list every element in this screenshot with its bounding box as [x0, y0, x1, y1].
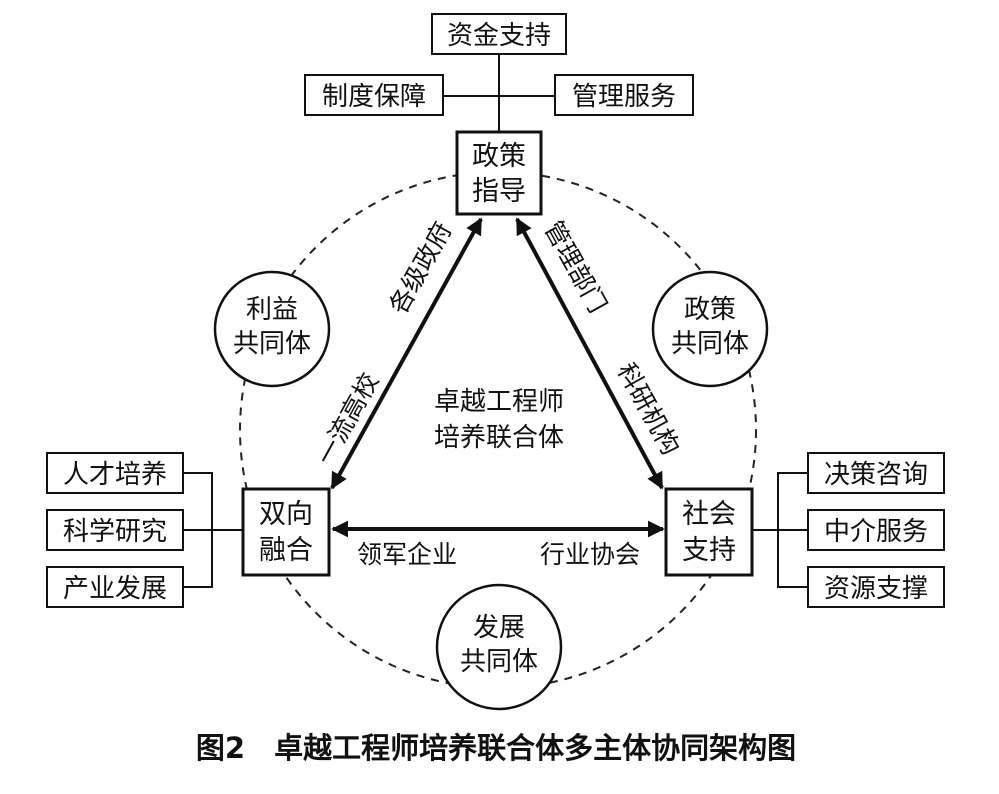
community-interest-line2: 共同体 — [233, 329, 311, 359]
figure-caption: 图2 卓越工程师培养联合体多主体协同架构图 — [196, 731, 796, 765]
arrow-left-edge — [330, 217, 483, 490]
center-label-line1: 卓越工程师 — [434, 387, 564, 417]
node-dual-integration: 双向 融合 — [241, 487, 331, 577]
box-management-service: 管理服务 — [554, 74, 694, 116]
edge-label-management-depts: 管理部门 — [539, 216, 613, 318]
community-policy: 政策 共同体 — [651, 270, 769, 388]
industry-development-label: 产业发展 — [63, 574, 167, 604]
community-policy-line1: 政策 — [684, 295, 736, 325]
dual-bracket — [183, 472, 243, 588]
box-talent-cultivation: 人才培养 — [46, 452, 184, 494]
community-development: 发展 共同体 — [435, 583, 563, 711]
box-resource-support: 资源支撑 — [807, 566, 945, 608]
edge-label-universities: 一流高校 — [311, 368, 385, 470]
funding-support-label: 资金支持 — [447, 21, 551, 51]
community-interest: 利益 共同体 — [213, 270, 331, 388]
dual-integration-line2: 融合 — [259, 535, 313, 566]
scientific-research-label: 科学研究 — [63, 517, 167, 547]
arrow-right-edge — [515, 217, 664, 490]
box-intermediary-service: 中介服务 — [807, 509, 945, 551]
box-institution-guarantee: 制度保障 — [304, 74, 444, 116]
community-policy-line2: 共同体 — [671, 329, 749, 359]
community-development-line1: 发展 — [473, 613, 525, 643]
dual-integration-line1: 双向 — [259, 499, 313, 530]
social-bracket — [752, 472, 808, 588]
talent-cultivation-label: 人才培养 — [63, 460, 167, 490]
decision-consulting-label: 决策咨询 — [824, 460, 928, 490]
box-decision-consulting: 决策咨询 — [807, 452, 945, 494]
node-social-support: 社会 支持 — [664, 487, 754, 577]
institution-guarantee-label: 制度保障 — [322, 82, 426, 112]
box-industry-development: 产业发展 — [46, 566, 184, 608]
resource-support-label: 资源支撑 — [824, 574, 928, 604]
community-interest-line1: 利益 — [246, 295, 298, 325]
node-policy-guidance: 政策 指导 — [455, 130, 543, 216]
social-support-line1: 社会 — [682, 499, 736, 530]
policy-guidance-line2: 指导 — [472, 176, 526, 207]
social-support-line2: 支持 — [682, 535, 736, 566]
management-service-label: 管理服务 — [572, 82, 676, 112]
policy-connectors — [443, 53, 555, 132]
center-label-line2: 培养联合体 — [434, 423, 564, 453]
box-funding-support: 资金支持 — [431, 13, 567, 55]
edge-label-industry-associations: 行业协会 — [540, 540, 640, 569]
intermediary-service-label: 中介服务 — [824, 517, 928, 547]
edge-label-governments: 各级政府 — [384, 217, 458, 319]
box-scientific-research: 科学研究 — [46, 509, 184, 551]
edge-label-leading-enterprises: 领军企业 — [357, 540, 457, 569]
community-development-line2: 共同体 — [460, 647, 538, 677]
policy-guidance-line1: 政策 — [472, 141, 526, 172]
